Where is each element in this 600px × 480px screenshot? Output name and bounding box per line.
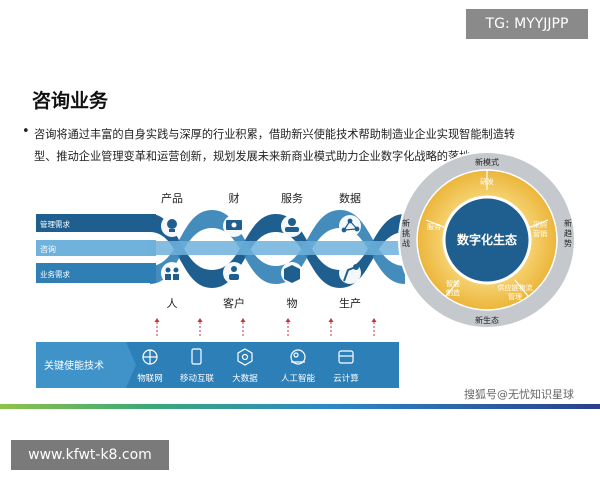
enabler-title: 关键使能技术: [44, 359, 104, 372]
enabler-bigdata: 大数据: [232, 373, 258, 384]
bottom-gradient-band: [0, 404, 600, 409]
page-title: 咨询业务: [32, 90, 109, 112]
top-label-data: 数据: [339, 191, 361, 205]
bullet-dot: •: [22, 124, 30, 139]
flow-bands: [36, 210, 405, 288]
iot-icon: [142, 349, 158, 365]
mobile-icon: [191, 348, 202, 365]
money-icon: [226, 220, 242, 230]
top-label-service: 服务: [281, 192, 303, 205]
bottom-label-production: 生产: [339, 296, 361, 310]
band-label-consult: 咨询: [40, 244, 56, 254]
ecosystem-center-label: 数字化生态: [457, 232, 517, 247]
ai-icon: [290, 349, 306, 365]
people-icon: [165, 267, 179, 280]
customer-icon: [229, 266, 239, 280]
box-icon: [284, 265, 300, 283]
ring-inner-supply: 供应链物流管理: [498, 283, 533, 301]
band-label-mgmt: 管理需求: [40, 219, 70, 229]
enabler-ai: 人工智能: [281, 373, 316, 384]
watermark-left: www.kfwt-k8.com: [11, 440, 169, 470]
ring-outer-top: 新模式: [475, 157, 499, 167]
enabler-iot: 物联网: [137, 373, 163, 384]
service-icon: [285, 218, 299, 232]
intro-text: 咨询将通过丰富的自身实践与深厚的行业积累，借助新兴使能技术帮助制造业企业实现智能…: [34, 128, 516, 163]
bottom-label-things: 物: [287, 296, 298, 310]
bottom-label-customer: 客户: [223, 296, 245, 310]
ecosystem-ring: [398, 151, 576, 329]
cloud-icon: [338, 350, 354, 364]
watermark-right: 搜狐号@无忧知识星球: [464, 388, 574, 401]
data-network-icon: [341, 218, 360, 233]
bottom-label-people: 人: [167, 297, 178, 310]
product-icon: [167, 219, 177, 232]
ring-outer-bottom: 新生态: [475, 315, 499, 325]
enabler-title-chevron: [36, 342, 136, 388]
big-data-icon: [237, 348, 253, 366]
top-label-finance: 财: [229, 191, 240, 205]
enabler-mobile: 移动互联: [180, 373, 215, 384]
ring-inner-sales: 采购营销: [533, 220, 547, 238]
tg-badge: TG: MYYJJPP: [466, 9, 588, 39]
ring-inner-mfg: 智能制造: [446, 279, 460, 297]
ring-outer-left: 新挑战: [402, 218, 410, 248]
band-label-business: 业务需求: [40, 269, 70, 279]
ring-inner-rd: 研发: [480, 177, 494, 186]
ring-outer-right: 新趋势: [564, 218, 572, 248]
ring-inner-service: 服务: [427, 222, 441, 231]
robot-arm-icon: [343, 264, 359, 282]
enabler-cloud: 云计算: [333, 373, 359, 384]
top-label-product: 产品: [161, 191, 183, 205]
arrow-connectors: [154, 318, 377, 336]
